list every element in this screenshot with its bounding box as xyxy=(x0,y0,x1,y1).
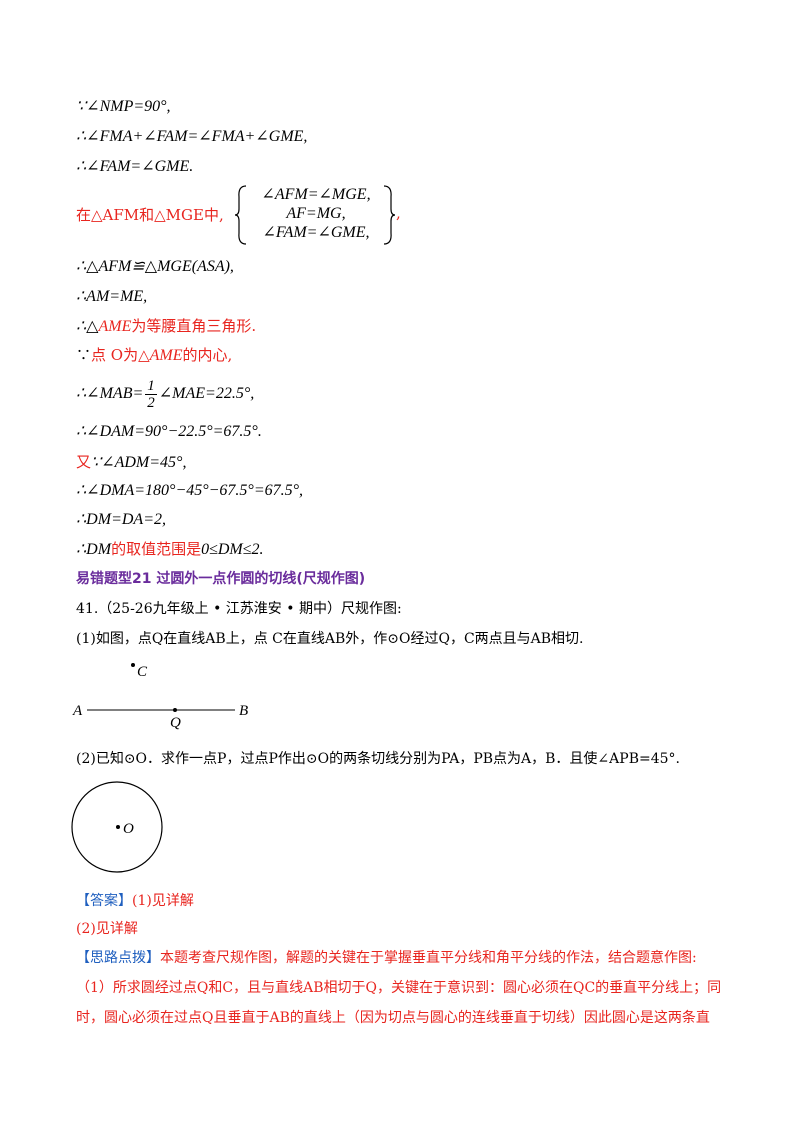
circle-o xyxy=(71,781,163,873)
answer-line-2: (2)见详解 xyxy=(76,921,138,937)
system-row: ∠AFM=∠MGE, xyxy=(261,186,371,203)
problem-part-2: (2)已知⊙O．求作一点P，过点P作出⊙O的两条切线分别为PA，PB点为A，B．… xyxy=(76,751,680,767)
system-intro: 在△AFM和△MGE中, xyxy=(76,206,224,224)
system-row: ∠FAM=∠GME, xyxy=(262,224,370,241)
label-o: O xyxy=(123,821,134,837)
point-q xyxy=(173,708,177,712)
step-6: ∴AM=ME, xyxy=(76,288,148,305)
center-o xyxy=(116,825,120,829)
answer-line-1: 【答案】(1)见详解 xyxy=(76,893,194,909)
figure-circle-o: O xyxy=(71,781,163,873)
system-rows: ∠AFM=∠MGE, AF=MG, ∠FAM=∠GME, xyxy=(246,185,386,242)
label-c: C xyxy=(137,664,148,680)
answer-tag: 【答案】 xyxy=(76,893,132,909)
problem-part-1: (1)如图，点Q在直线AB上，点 C在直线AB外，作⊙O经过Q，C两点且与AB相… xyxy=(76,631,584,647)
step-1: ∵∠NMP=90°, xyxy=(76,98,171,115)
section-title: 易错题型21 过圆外一点作圆的切线(尺规作图) xyxy=(76,571,366,587)
step-3: ∴∠FAM=∠GME. xyxy=(76,158,194,175)
step-7: ∴△AME为等腰直角三角形. xyxy=(76,317,257,335)
left-brace xyxy=(234,185,247,245)
step-12: ∴∠DMA=180°−45°−67.5°=67.5°, xyxy=(76,482,304,499)
hint-tag: 【思路点拨】 xyxy=(76,950,160,966)
hint-intro: 【思路点拨】本题考查尺规作图，解题的关键在于掌握垂直平分线和角平分线的作法，结合… xyxy=(76,950,697,966)
step-14: ∴DM的取值范围是0≤DM≤2. xyxy=(76,540,264,558)
system-row: AF=MG, xyxy=(286,205,346,222)
step-8: ∵点 O为△AME的内心, xyxy=(76,346,233,364)
label-b: B xyxy=(239,703,248,719)
step-11: 又∵∠ADM=45°, xyxy=(76,453,187,471)
system-end: , xyxy=(396,204,401,222)
step-2: ∴∠FMA+∠FAM=∠FMA+∠GME, xyxy=(76,128,308,145)
problem-header: 41.（25-26九年级上 • 江苏淮安 • 期中）尺规作图: xyxy=(76,601,402,617)
step-10: ∴∠DAM=90°−22.5°=67.5°. xyxy=(76,423,262,440)
hint-para-1: （1）所求圆经过点Q和C，且与直线AB相切于Q，关键在于意识到：圆心必须在QC的… xyxy=(76,980,722,996)
point-c xyxy=(131,663,135,667)
label-q: Q xyxy=(170,715,181,730)
right-brace xyxy=(383,185,396,245)
step-5: ∴△AFM≌△MGE(ASA), xyxy=(76,258,234,275)
label-a: A xyxy=(72,703,83,719)
step-13: ∴DM=DA=2, xyxy=(76,511,166,528)
hint-para-2: 时，圆心必须在过点Q且垂直于AB的直线上（因为切点与圆心的连线垂直于切线）因此圆… xyxy=(76,1010,710,1026)
figure-line-ab: C A B Q xyxy=(72,663,248,730)
